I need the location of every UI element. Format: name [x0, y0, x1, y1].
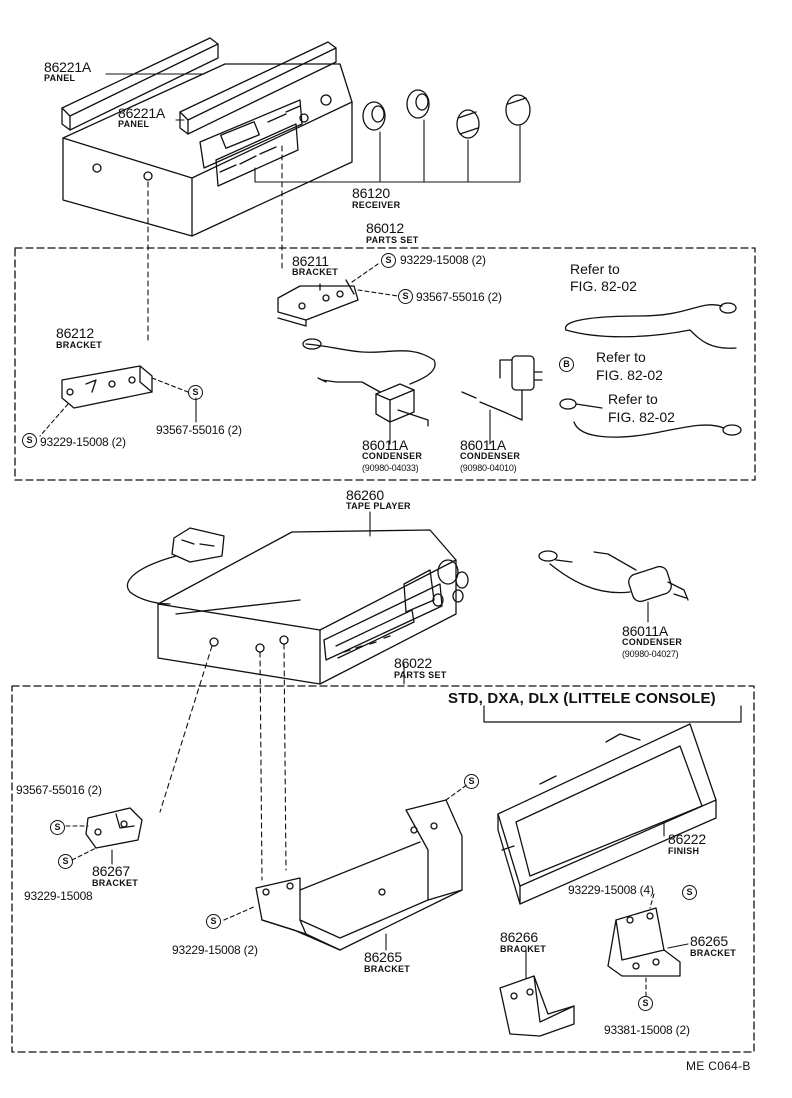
receiver-knobs [362, 89, 531, 139]
bracket-86266-shape [499, 975, 575, 1037]
condenser-2-shape [461, 355, 543, 421]
panel-lower-part-number: 86221A [118, 105, 166, 121]
screw-93229-upper: 93229-15008 (2) [400, 253, 486, 267]
refer-note-3-line2: FIG. 82-02 [608, 409, 675, 425]
figure-code: ME C064-B [686, 1059, 751, 1073]
parts-set-box-upper [14, 247, 756, 481]
bracket-86212-part-number: 86212 [56, 325, 94, 341]
screw-93229-left: 93229-15008 (2) [40, 435, 126, 449]
screw-symbol: S [206, 914, 221, 929]
refer-note-2-line2: FIG. 82-02 [596, 367, 663, 383]
condenser-2-name: CONDENSER [460, 451, 521, 461]
parts-set-2-part-number: 86022 [394, 655, 432, 671]
condenser-1-shape [302, 338, 436, 427]
condenser-2-part-number: 86011A [460, 437, 507, 453]
parts-set-2-name: PARTS SET [394, 670, 447, 680]
refer-note-1-line1: Refer to [570, 261, 620, 277]
bracket-86211-name: BRACKET [292, 267, 339, 277]
screw-symbol: S [638, 996, 653, 1011]
finish-86222-shape [497, 723, 717, 905]
bracket-86266-part-number: 86266 [500, 929, 538, 945]
refer-note-3-line1: Refer to [608, 391, 658, 407]
condenser-3-name: CONDENSER [622, 637, 683, 647]
refer-note-1-line2: FIG. 82-02 [570, 278, 637, 294]
bracket-86265-small-name: BRACKET [690, 948, 737, 958]
parts-set-1-part-number: 86012 [366, 220, 404, 236]
parts-set-box-lower [11, 685, 755, 1053]
screw-93229-lower-left: 93229-15008 [24, 889, 93, 903]
screw-symbol: S [381, 253, 396, 268]
knob-leaders [254, 119, 521, 183]
tape-player-part-number: 86260 [346, 487, 384, 503]
screw-93229-lower-bracket: 93229-15008 (2) [172, 943, 258, 957]
bracket-86267-part-number: 86267 [92, 863, 130, 879]
ground-wire-1 [565, 302, 737, 349]
receiver-unit [62, 63, 353, 237]
tape-player-name: TAPE PLAYER [346, 501, 411, 511]
bracket-86265-small-shape [607, 907, 681, 977]
finish-part-number: 86222 [668, 831, 706, 847]
screw-symbol: S [398, 289, 413, 304]
receiver-part-number: 86120 [352, 185, 390, 201]
panel-lower-name: PANEL [118, 119, 150, 129]
panel-upper [61, 37, 219, 131]
condenser-1-part-number: 86011A [362, 437, 409, 453]
bracket-86265-small-part-number: 86265 [690, 933, 728, 949]
bracket-86212-name: BRACKET [56, 340, 103, 350]
tape-player-unit [157, 529, 469, 685]
screw-symbol: S [188, 385, 203, 400]
model-header-bracket [483, 705, 742, 723]
bracket-86265-large-name: BRACKET [364, 964, 411, 974]
condenser-3-subpart: (90980-04027) [622, 649, 679, 659]
bracket-86265-large-part-number: 86265 [364, 949, 402, 965]
screw-symbol: S [50, 820, 65, 835]
parts-set-1-name: PARTS SET [366, 235, 419, 245]
finish-name: FINISH [668, 846, 700, 856]
condenser-3-part-number: 86011A [622, 623, 669, 639]
bracket-86212-shape [61, 365, 153, 409]
bracket-86211-part-number: 86211 [292, 253, 329, 269]
tape-connector [126, 527, 225, 605]
condenser-1-name: CONDENSER [362, 451, 423, 461]
bracket-86211-shape [277, 279, 359, 327]
refer-note-2-line1: Refer to [596, 349, 646, 365]
screw-93567-upper: 93567-55016 (2) [416, 290, 502, 304]
screw-93567-left: 93567-55016 (2) [156, 423, 242, 437]
bracket-86267-shape [85, 807, 143, 849]
panel-upper-name: PANEL [44, 73, 76, 83]
panel-upper-part-number: 86221A [44, 59, 92, 75]
screw-93229-finish: 93229-15008 (4) [568, 883, 654, 897]
model-header: STD, DXA, DLX (LITTELE CONSOLE) [448, 690, 716, 707]
screw-symbol: S [22, 433, 37, 448]
condenser-3-shape [538, 550, 689, 603]
bracket-86265-large-shape [255, 799, 463, 951]
bracket-86267-name: BRACKET [92, 878, 139, 888]
ground-wire-2 [559, 398, 603, 410]
screw-symbol: S [464, 774, 479, 789]
condenser-2-subpart: (90980-04010) [460, 463, 517, 473]
screw-symbol: S [58, 854, 73, 869]
screw-symbol: S [682, 885, 697, 900]
screw-93567-lower: 93567-55016 (2) [16, 783, 102, 797]
condenser-1-subpart: (90980-04033) [362, 463, 419, 473]
receiver-name: RECEIVER [352, 200, 401, 210]
bracket-86266-name: BRACKET [500, 944, 547, 954]
b-symbol: B [559, 357, 574, 372]
screw-93381: 93381-15008 (2) [604, 1023, 690, 1037]
ground-wire-3 [573, 421, 742, 438]
